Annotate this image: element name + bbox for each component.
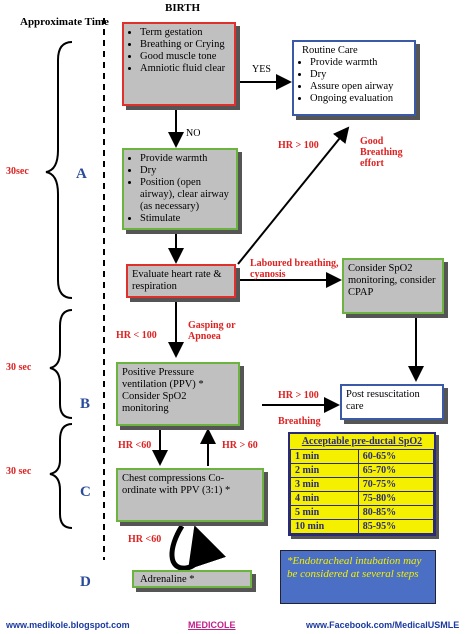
label-hr-lt60: HR <60 [118, 440, 152, 451]
label-hr-gt60: HR > 60 [222, 440, 258, 451]
initial-step-item: Dry [140, 165, 232, 177]
compressions-text: Chest compressions Co-ordinate with PPV … [122, 473, 231, 496]
evaluate-box: Evaluate heart rate & respiration [126, 264, 236, 298]
birth-heading: BIRTH [165, 2, 201, 14]
label-hr-lt60-b: HR <60 [128, 534, 162, 545]
brace-a [45, 41, 73, 299]
intubation-note: *Endotracheal intubation may be consider… [280, 550, 436, 604]
post-resus-text: Post resuscitation care [346, 389, 420, 412]
routine-care-box: Routine Care Provide warmth Dry Assure o… [292, 40, 416, 116]
routine-care-item: Ongoing evaluation [310, 93, 410, 105]
label-good-breathing: Good Breathing effort [360, 136, 403, 169]
initial-step-item: Position (open airway), clear airway (as… [140, 177, 232, 213]
label-breathing: Breathing [278, 416, 321, 427]
compressions-box: Chest compressions Co-ordinate with PPV … [116, 468, 264, 522]
ppv-text: Positive Pressure ventilation (PPV) * Co… [122, 367, 204, 414]
initial-steps-box: Provide warmth Dry Position (open airway… [122, 148, 238, 230]
approx-time-heading: Approximate Time [20, 16, 109, 28]
ppv-box: Positive Pressure ventilation (PPV) * Co… [116, 362, 240, 426]
stage-b: B [80, 396, 91, 412]
stage-a: A [76, 166, 87, 182]
brace-c [49, 423, 73, 529]
label-laboured: Laboured breathing, cyanosis [250, 258, 339, 280]
adrenaline-box: Adrenaline * [132, 570, 252, 588]
birth-item: Good muscle tone [140, 51, 230, 63]
birth-item: Breathing or Crying [140, 39, 230, 51]
time-c: 30 sec [6, 466, 32, 477]
initial-step-item: Provide warmth [140, 153, 232, 165]
label-gasping: Gasping or Apnoea [188, 320, 236, 342]
routine-care-item: Dry [310, 69, 410, 81]
consider-cpap-text: Consider SpO2 monitoring, consider CPAP [348, 263, 436, 298]
spo2-title: Acceptable pre-ductal SpO2 [301, 436, 423, 447]
label-hr-gt100-mid: HR > 100 [278, 390, 319, 401]
label-hr-gt100-top: HR > 100 [278, 140, 319, 151]
label-no: NO [186, 128, 201, 139]
label-yes: YES [252, 64, 271, 75]
birth-item: Amniotic fluid clear [140, 63, 230, 75]
birth-assessment-box: Term gestation Breathing or Crying Good … [122, 22, 236, 106]
label-hr-lt100: HR < 100 [116, 330, 157, 341]
footer-center-link[interactable]: MEDICOLE [188, 620, 236, 630]
time-b: 30 sec [6, 362, 32, 373]
loop-arrow [169, 524, 227, 571]
intubation-note-text: *Endotracheal intubation may be consider… [287, 555, 422, 580]
routine-care-item: Provide warmth [310, 57, 410, 69]
routine-care-item: Assure open airway [310, 81, 410, 93]
footer-right-link[interactable]: www.Facebook.com/MedicalUSMLE [306, 620, 460, 630]
time-a: 30sec [6, 166, 29, 177]
initial-step-item: Stimulate [140, 213, 232, 225]
adrenaline-text: Adrenaline * [140, 574, 195, 585]
routine-care-title: Routine Care [302, 45, 358, 56]
stage-d: D [80, 574, 91, 590]
brace-b [49, 309, 73, 419]
post-resus-box: Post resuscitation care [340, 384, 444, 420]
stage-c: C [80, 484, 91, 500]
consider-cpap-box: Consider SpO2 monitoring, consider CPAP [342, 258, 444, 314]
footer-left-link[interactable]: www.medikole.blogspot.com [6, 620, 130, 630]
birth-item: Term gestation [140, 27, 230, 39]
evaluate-text: Evaluate heart rate & respiration [132, 269, 222, 292]
